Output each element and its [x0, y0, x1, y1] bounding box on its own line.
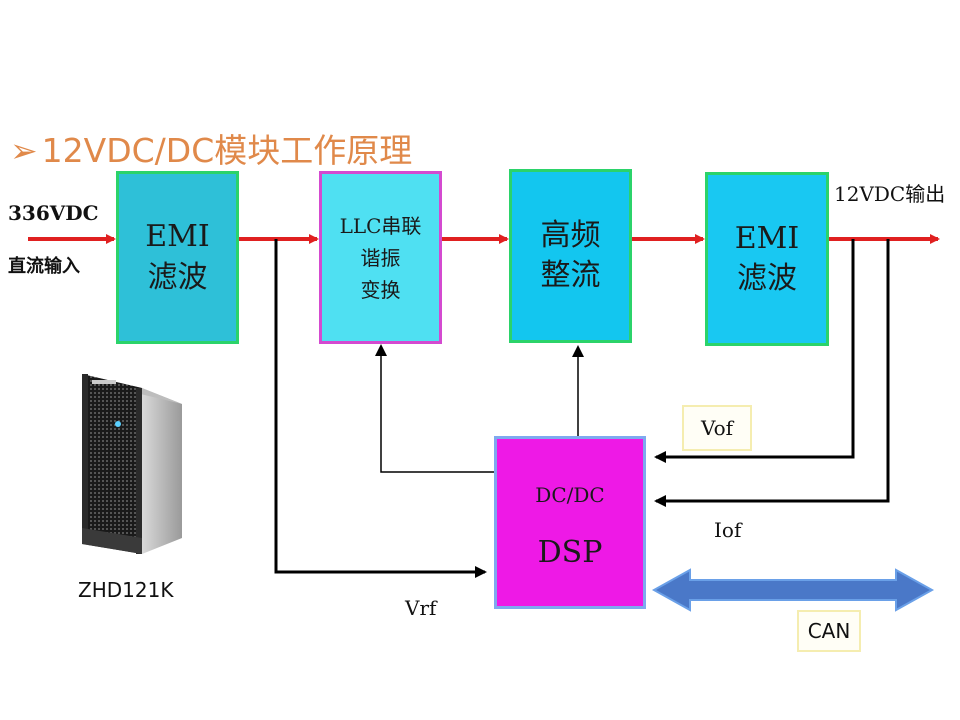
llc-line2: 谐振	[360, 245, 401, 270]
iof-label: Iof	[714, 518, 742, 542]
page-title: ➢12VDC/DC模块工作原理	[10, 124, 412, 172]
can-bus-arrow	[651, 568, 935, 612]
title-text: 12VDC/DC模块工作原理	[41, 131, 413, 170]
llc-resonant-converter-block: LLC串联 谐振 变换	[319, 171, 442, 344]
iof-feedback-line	[654, 239, 890, 507]
rectifier-line2: 整流	[540, 258, 601, 293]
rectifier-line1: 高频	[540, 217, 601, 253]
llc-line3: 变换	[360, 277, 401, 302]
hf-rectifier-block: 高频 整流	[509, 169, 632, 343]
output-label: 12VDC输出	[834, 182, 946, 206]
title-marker-icon: ➢	[10, 131, 38, 170]
dsp-controller-block: DC/DC DSP	[494, 436, 646, 609]
dsp-line1: DC/DC	[535, 483, 605, 507]
emi-input-line1: EMI	[145, 219, 210, 254]
vrf-sense-line	[274, 239, 487, 578]
vof-label-box: Vof	[682, 405, 752, 451]
dsp-to-llc-line	[375, 344, 496, 473]
dsp-line2: DSP	[537, 535, 603, 570]
rectifier-module-icon	[82, 374, 182, 554]
emi-input-filter-block: EMI 滤波	[116, 171, 239, 344]
device-name-label: ZHD121K	[78, 578, 174, 602]
emi-output-line2: 滤波	[737, 261, 797, 296]
can-label: CAN	[807, 619, 851, 643]
vrf-label: Vrf	[405, 596, 437, 620]
emi-output-filter-block: EMI 滤波	[705, 172, 829, 346]
emi-input-line2: 滤波	[147, 259, 208, 295]
llc-line1: LLC串联	[339, 213, 422, 238]
input-type-label: 直流输入	[8, 256, 80, 277]
emi-output-line1: EMI	[734, 220, 800, 256]
vof-feedback-line	[654, 239, 855, 463]
can-label-box: CAN	[797, 610, 861, 652]
input-voltage-label: 336VDC	[8, 201, 99, 225]
vof-label: Vof	[700, 416, 734, 440]
